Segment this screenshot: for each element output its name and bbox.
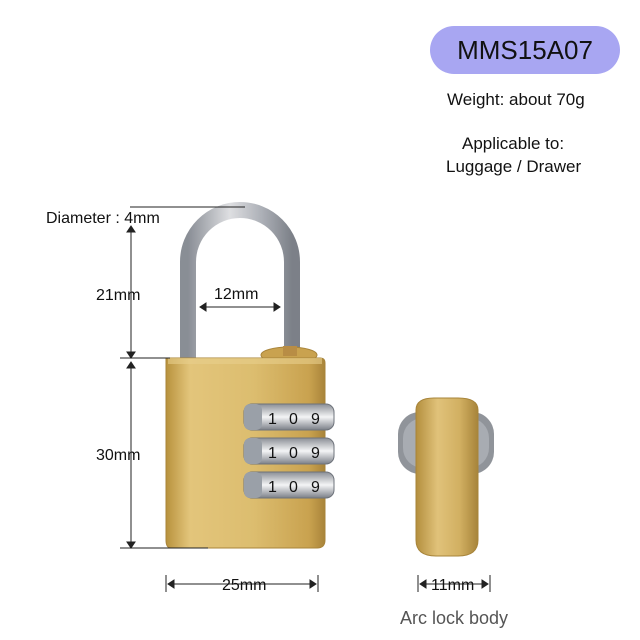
body-height-label: 30mm	[96, 447, 140, 464]
diameter-label: Diameter : 4mm	[46, 210, 160, 227]
side-view-caption: Arc lock body	[400, 608, 509, 628]
dial-1-digit-3: 9	[311, 411, 320, 428]
dial-row-2	[243, 437, 335, 465]
dial-1-digit-2: 0	[289, 411, 298, 428]
dial-2-digit-3: 9	[311, 445, 320, 462]
dial-3-digit-1: 1	[268, 479, 277, 496]
applicable-items: Luggage / Drawer	[446, 157, 582, 176]
dial-row-3	[243, 471, 335, 499]
shackle-height-label: 21mm	[96, 287, 140, 304]
dial-3-digit-2: 0	[289, 479, 298, 496]
model-number-badge: MMS15A07	[430, 26, 620, 74]
side-view-lock-body	[398, 397, 494, 557]
dial-1-digit-1: 1	[268, 411, 277, 428]
weight-label: Weight: about 70g	[447, 90, 585, 109]
shackle	[180, 202, 300, 362]
shackle-width-label: 12mm	[214, 286, 258, 303]
dial-2-digit-2: 0	[289, 445, 298, 462]
combination-dials: 1 0 9 1 0 9 1 0 9	[243, 403, 335, 499]
applicable-title: Applicable to:	[462, 134, 565, 153]
body-thickness-label: 11mm	[431, 577, 474, 594]
dimension-lines	[120, 206, 491, 592]
dial-2-digit-1: 1	[268, 445, 277, 462]
dial-3-digit-3: 9	[311, 479, 320, 496]
dial-row-1	[243, 403, 335, 431]
body-width-label: 25mm	[222, 577, 266, 594]
